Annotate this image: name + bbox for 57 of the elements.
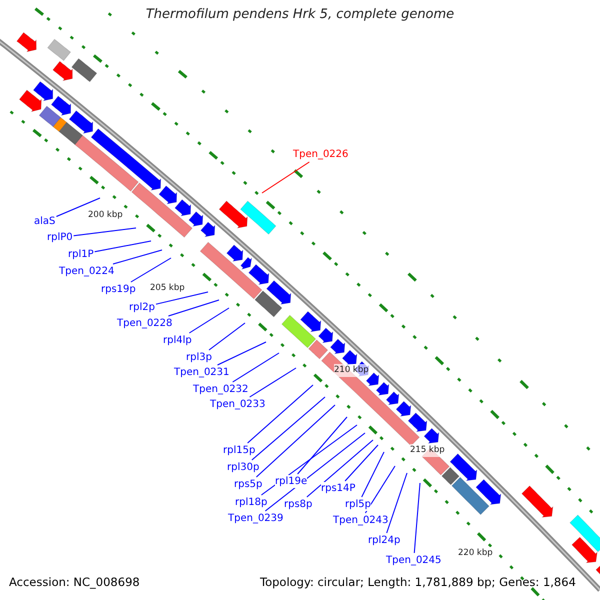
gene-label: Tpen_0233 [210, 398, 266, 411]
gene-label: rpl30p [227, 461, 260, 474]
gene-label: Tpen_0232 [193, 383, 248, 396]
gene-label: Tpen_0228 [117, 317, 172, 330]
gene-label: Tpen_0239 [228, 512, 284, 525]
leader-line [414, 482, 420, 554]
scale-label: 220 kbp [458, 547, 493, 560]
leader-line [364, 466, 396, 514]
gene-label: rpl4lp [163, 334, 192, 347]
leader-line [130, 258, 172, 282]
leader-line [344, 444, 378, 482]
gene-label: Tpen_0243 [333, 514, 388, 527]
scale-label: 200 kbp [88, 209, 123, 222]
leader-line [168, 300, 220, 316]
gene-label: rpl19e [275, 475, 308, 488]
leader-line [217, 342, 266, 366]
gene-label: rpl15p [223, 444, 256, 457]
leader-line [264, 432, 366, 512]
leader-line [208, 322, 246, 350]
gene-label: rps19p [101, 283, 136, 296]
leader-line [94, 240, 152, 252]
leader-line [156, 292, 208, 305]
gene-label: Tpen_0226 [293, 148, 348, 161]
scale-label: 215 kbp [410, 444, 445, 457]
leader-line [260, 424, 358, 496]
gene-label: rpl24p [368, 534, 400, 547]
leader-line [56, 198, 100, 217]
gene-label: rpl2p [129, 301, 155, 314]
gene-label: Tpen_0231 [174, 366, 230, 379]
leader-line [73, 228, 136, 236]
leader-line [247, 384, 314, 444]
gene-label: rpl1P [68, 248, 94, 261]
leader-line [297, 416, 348, 474]
leader-line [262, 162, 310, 194]
leader-line [256, 404, 336, 478]
accession-label: Accession: NC_008698 [9, 576, 140, 589]
scale-label: 205 kbp [150, 282, 185, 295]
gene-label: rps14P [321, 482, 356, 495]
gene-label: rpl5p [345, 498, 371, 511]
scale-label: 210 kbp [334, 364, 369, 377]
leader-line [306, 440, 374, 498]
gene-label: Tpen_0245 [386, 554, 442, 567]
genome-stats-label: Topology: circular; Length: 1,781,889 bp; Genes: 1,864 [260, 576, 576, 589]
leader-line [251, 396, 326, 460]
leader-line [386, 472, 408, 534]
gene-label: rpl3p [186, 351, 212, 364]
gene-label: rpl18p [235, 496, 268, 509]
leader-line [112, 250, 162, 264]
gene-label: rplP0 [47, 231, 73, 244]
gene-label: rps5p [234, 478, 262, 491]
gene-label: rps8p [284, 498, 312, 511]
leader-line [188, 308, 230, 334]
leader-line [249, 368, 296, 398]
leader-line [361, 452, 384, 498]
leader-line [232, 352, 280, 382]
map-title: Thermofilum pendens Hrk 5, complete genome [144, 8, 456, 21]
gene-label: Tpen_0224 [59, 265, 114, 278]
